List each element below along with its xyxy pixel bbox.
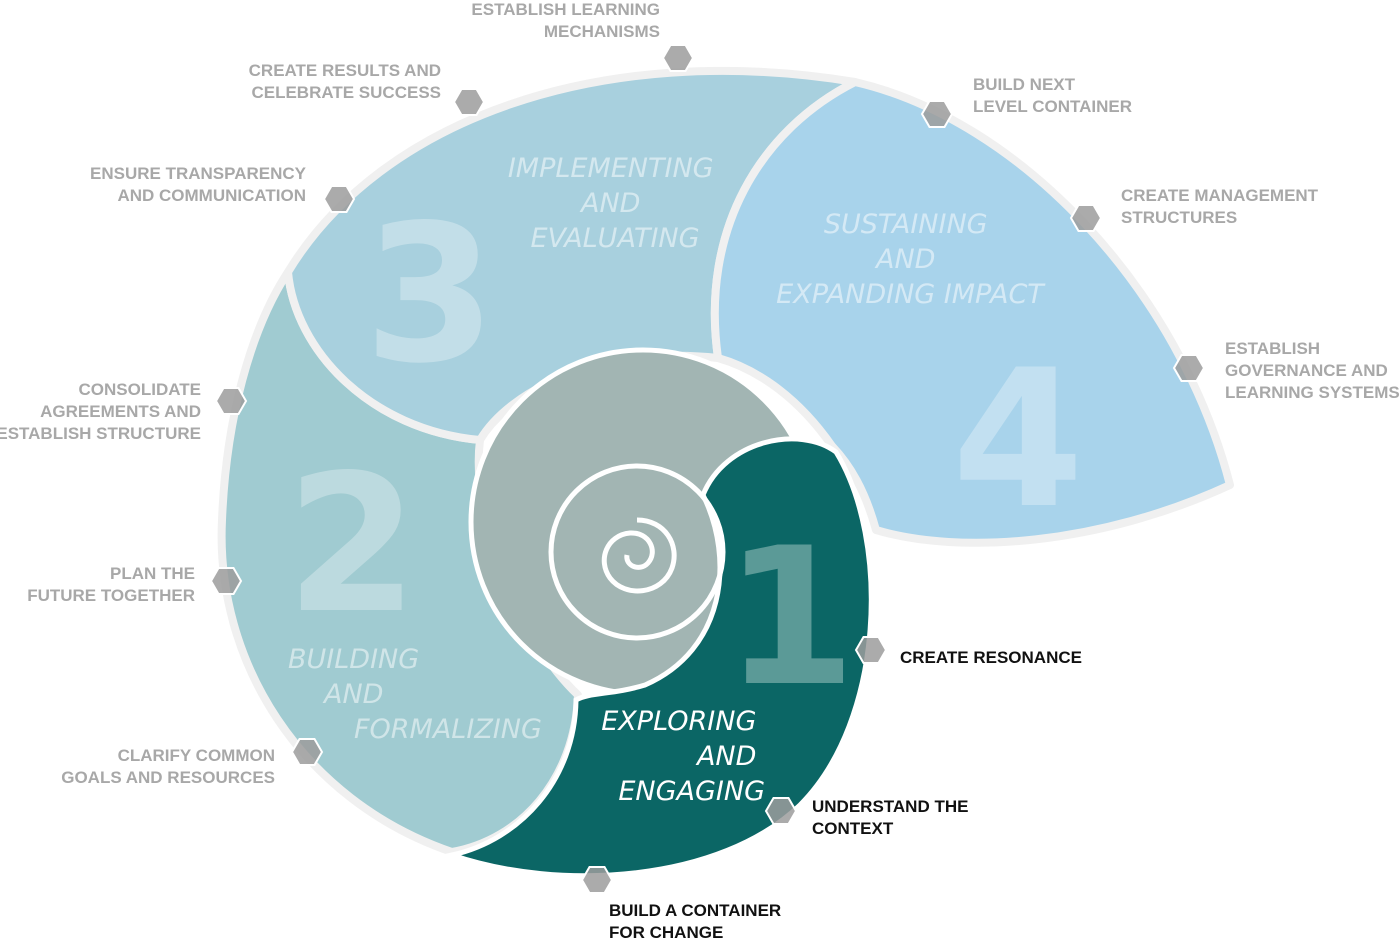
phase-4-number: 4 — [952, 329, 1084, 550]
step-marker-hexagon-icon — [1069, 204, 1103, 232]
step-marker-hexagon-icon — [290, 738, 324, 766]
phase-1-title: EXPLORING AND ENGAGING — [601, 706, 765, 807]
step-marker-hexagon-icon — [209, 567, 243, 595]
phase-3-number: 3 — [364, 184, 496, 405]
phase-3-title: IMPLEMENTING AND EVALUATING — [508, 153, 722, 254]
phase-1-number: 1 — [724, 507, 856, 728]
phase-4-region — [710, 78, 1234, 547]
step-marker-hexagon-icon — [661, 44, 695, 72]
step-marker-hexagon-icon — [452, 88, 486, 116]
phase-1-region — [442, 436, 874, 879]
step-marker-hexagon-icon — [854, 636, 888, 664]
phase-2-title: BUILDING AND FORMALIZING — [288, 644, 542, 745]
step-label-create-resonance: CREATE RESONANCE — [900, 648, 1082, 667]
phase-4-title: SUSTAINING AND EXPANDING IMPACT — [776, 209, 1046, 310]
step-marker-hexagon-icon — [1172, 354, 1206, 382]
phase-2-number: 2 — [286, 434, 418, 655]
spiral-icon — [548, 463, 726, 641]
step-marker-hexagon-icon — [920, 100, 954, 128]
step-marker-hexagon-icon — [322, 185, 356, 213]
step-marker-hexagon-icon — [764, 797, 798, 825]
step-marker-hexagon-icon — [214, 387, 248, 415]
step-marker-hexagon-icon — [580, 866, 614, 894]
